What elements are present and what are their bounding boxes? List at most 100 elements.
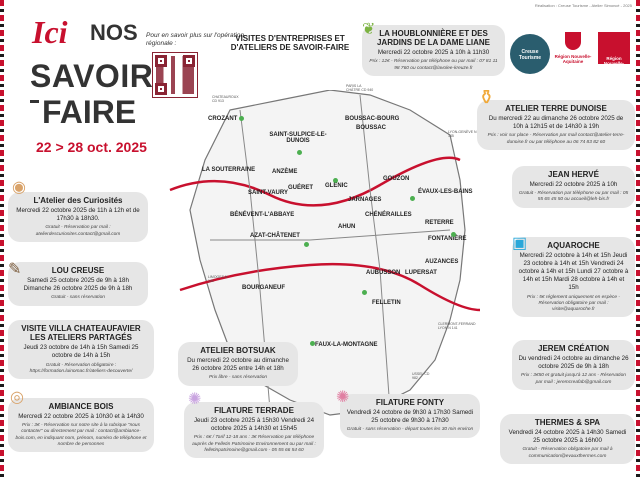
city-anzeme: ANZÈME bbox=[272, 169, 298, 175]
title-faire: FAIRE bbox=[42, 94, 137, 130]
city-boussac-bourg: BOUSSAC-BOURG bbox=[345, 116, 400, 122]
card-note: Prix : 3€50 et gratuit jusqu'à 12 ans - … bbox=[521, 373, 626, 385]
creuse-map bbox=[160, 90, 480, 420]
map-marker[interactable] bbox=[297, 150, 302, 155]
card-when: Du mercredi 22 au dimanche 26 octobre 20… bbox=[488, 115, 624, 131]
card-when: Mercredi 22 octobre à 14h et 15h Jeudi 2… bbox=[518, 252, 629, 292]
card-jerem[interactable]: JEREM CRÉATION Du vendredi 24 octobre au… bbox=[512, 340, 635, 390]
city-boussac: BOUSSAC bbox=[356, 125, 387, 131]
card-terre-dunoise[interactable]: ATELIER TERRE DUNOISE Du mercredi 22 au … bbox=[477, 100, 635, 150]
title-dates: 22 > 28 oct. 2025 bbox=[36, 139, 147, 155]
city-reterre: RETERRE bbox=[425, 220, 454, 226]
pottery-icon: ⚱ bbox=[478, 87, 495, 109]
card-terrade[interactable]: FILATURE TERRADE Jeudi 23 octobre 2025 à… bbox=[184, 402, 324, 459]
card-when: Mercredi 22 octobre 2025 à 10h à 11h30 bbox=[377, 49, 490, 57]
map-heading-text: VISITES D'ENTREPRISES ET D'ATELIERS DE S… bbox=[230, 34, 350, 53]
map-marker[interactable] bbox=[362, 290, 367, 295]
card-chateaufavier[interactable]: VISITE VILLA CHATEAUFAVIER LES ATELIERS … bbox=[8, 320, 154, 379]
title-nos: NOS bbox=[90, 20, 138, 45]
road-n141 bbox=[179, 262, 480, 312]
card-note: Prix : voir sur place - Réservation par … bbox=[487, 133, 625, 145]
city-saint-vaury: SAINT-VAURY bbox=[248, 190, 289, 196]
card-houblonniere[interactable]: LA HOUBLONNIÈRE ET DES JARDINS DE LA DAM… bbox=[362, 25, 505, 76]
road-label-lyon: LYON-GENÈVE N 145 bbox=[448, 130, 477, 138]
card-title: JEREM CRÉATION bbox=[538, 344, 609, 353]
map-marker[interactable] bbox=[310, 341, 315, 346]
wood-log-icon: ◉ bbox=[12, 179, 26, 196]
city-felletin: FELLETIN bbox=[372, 300, 401, 306]
card-note: Gratuit - Réservation par téléphone ou p… bbox=[518, 191, 629, 203]
road-secondary-3 bbox=[210, 229, 451, 241]
hops-icon: ❦ bbox=[362, 21, 376, 38]
yarn-icon: ✺ bbox=[188, 391, 202, 408]
card-note: Gratuit - Réservation obligatoire par ma… bbox=[522, 447, 613, 459]
credit-line: Réalisation : Creuse Tourisme - Atelier … bbox=[534, 3, 632, 8]
qr-caption: Pour en savoir plus sur l'opération régi… bbox=[146, 32, 245, 48]
card-when: Vendredi 24 octobre de 9h30 à 17h30 Same… bbox=[346, 409, 474, 425]
city-lupersat: LUPERSAT bbox=[405, 270, 437, 276]
card-when: Jeudi 23 octobre 2025 à 15h30 Vendredi 2… bbox=[193, 417, 315, 433]
qr-code-icon[interactable] bbox=[152, 52, 198, 98]
city-saint-sulpice: SAINT-SULPICE-LE-DUNOIS bbox=[269, 132, 327, 144]
city-chenerailles: CHÉNÉRAILLES bbox=[365, 212, 412, 218]
card-aquaroche[interactable]: AQUAROCHE Mercredi 22 octobre à 14h et 1… bbox=[512, 237, 635, 318]
road-label-limoges: LIMOGES N 141 bbox=[208, 275, 228, 283]
card-title: JEAN HERVÉ bbox=[548, 170, 599, 179]
map-marker[interactable] bbox=[239, 116, 244, 121]
aquarium-icon: ▣ bbox=[512, 235, 528, 252]
card-when: Jeudi 23 octobre de 14h à 15h Samedi 25 … bbox=[23, 344, 139, 360]
card-title: FILATURE TERRADE bbox=[214, 406, 294, 415]
card-title: AMBIANCE BOIS bbox=[48, 402, 114, 411]
title-ici: Ici bbox=[32, 14, 68, 50]
card-botsuak[interactable]: ATELIER BOTSUAK Du mercredi 22 octobre a… bbox=[178, 342, 298, 386]
city-auzances: AUZANCES bbox=[425, 259, 459, 265]
road-label-paris: PARIS LA CHÂTRE CD 940 bbox=[346, 84, 374, 92]
card-ambiance-bois[interactable]: AMBIANCE BOIS Mercredi 22 octobre 2025 à… bbox=[8, 398, 154, 453]
department-outline bbox=[189, 90, 466, 416]
map-marker[interactable] bbox=[333, 178, 338, 183]
card-when: Mercredi 22 octobre 2025 à 10h30 et à 14… bbox=[18, 413, 144, 421]
card-when: Du vendredi 24 octobre au dimanche 26 oc… bbox=[518, 355, 629, 371]
region-logo-label: Région Nouvelle-Aquitaine bbox=[554, 54, 592, 64]
card-fonty[interactable]: FILATURE FONTY Vendredi 24 octobre de 9h… bbox=[340, 394, 480, 438]
card-when: Vendredi 24 octobre 2025 à 14h30 Samedi … bbox=[508, 429, 627, 445]
card-title: FILATURE FONTY bbox=[375, 398, 445, 407]
right-border-stripe bbox=[636, 0, 640, 480]
card-lou-creuse[interactable]: LOU CREUSE Samedi 25 octobre 2025 de 9h … bbox=[8, 262, 148, 306]
city-gueret: GUÉRET bbox=[288, 185, 314, 191]
card-when: Du mercredi 22 octobre au dimanche 26 oc… bbox=[187, 357, 289, 373]
region-logo-box bbox=[598, 32, 630, 64]
city-glenic: GLÉNIC bbox=[325, 183, 348, 189]
region-shield-icon bbox=[565, 32, 581, 50]
yarn-ball-icon: ✺ bbox=[336, 389, 350, 406]
left-border-stripe bbox=[0, 0, 4, 480]
road-label-ussel: USSEL CD 982 bbox=[412, 372, 430, 380]
card-title: VISITE VILLA CHATEAUFAVIER LES ATELIERS … bbox=[21, 324, 141, 343]
city-aubusson: AUBUSSON bbox=[366, 270, 401, 276]
map-marker[interactable] bbox=[304, 242, 309, 247]
card-title: ATELIER TERRE DUNOISE bbox=[505, 104, 607, 113]
title-dash bbox=[30, 100, 39, 103]
map-marker[interactable] bbox=[410, 196, 415, 201]
city-crozant: CROZANT bbox=[208, 116, 238, 122]
map-heading: VISITES D'ENTREPRISES ET D'ATELIERS DE S… bbox=[220, 30, 360, 58]
card-jean-herve[interactable]: JEAN HERVÉ Mercredi 22 octobre 2025 à 10… bbox=[512, 166, 635, 208]
city-jarnages: JARNAGES bbox=[348, 197, 382, 203]
card-when: Mercredi 22 octobre 2025 à 10h bbox=[529, 181, 618, 189]
road-label-clermont: CLERMONT-FERRAND LYON N 141 bbox=[438, 322, 476, 330]
city-fontaniere: FONTANIÈRE bbox=[428, 236, 467, 242]
card-title: LA HOUBLONNIÈRE ET DES JARDINS DE LA DAM… bbox=[376, 29, 491, 48]
card-note: Prix : 3€ - Réservation sur notre site à… bbox=[15, 423, 147, 447]
card-title: ATELIER BOTSUAK bbox=[200, 346, 276, 355]
city-faux: FAUX-LA-MONTAGNE bbox=[315, 342, 378, 348]
card-title: THERMES & SPA bbox=[534, 418, 601, 427]
card-note: Prix : 5€ réglement uniquement en espèce… bbox=[526, 294, 621, 312]
card-curiosites[interactable]: L'Atelier des Curiosités Mercredi 22 oct… bbox=[8, 192, 148, 242]
city-azat: AZAT-CHÂTENET bbox=[250, 233, 300, 239]
map-marker[interactable] bbox=[451, 232, 456, 237]
card-thermes[interactable]: THERMES & SPA Vendredi 24 octobre 2025 à… bbox=[500, 414, 635, 464]
card-title: AQUAROCHE bbox=[547, 241, 600, 250]
card-note: Gratuit - Réservation par mail : atelier… bbox=[35, 225, 121, 237]
card-note: Prix : 6€ / Tarif 12-18 ans : 3€ Réserva… bbox=[192, 435, 316, 453]
city-gouzon: GOUZON bbox=[383, 176, 410, 182]
